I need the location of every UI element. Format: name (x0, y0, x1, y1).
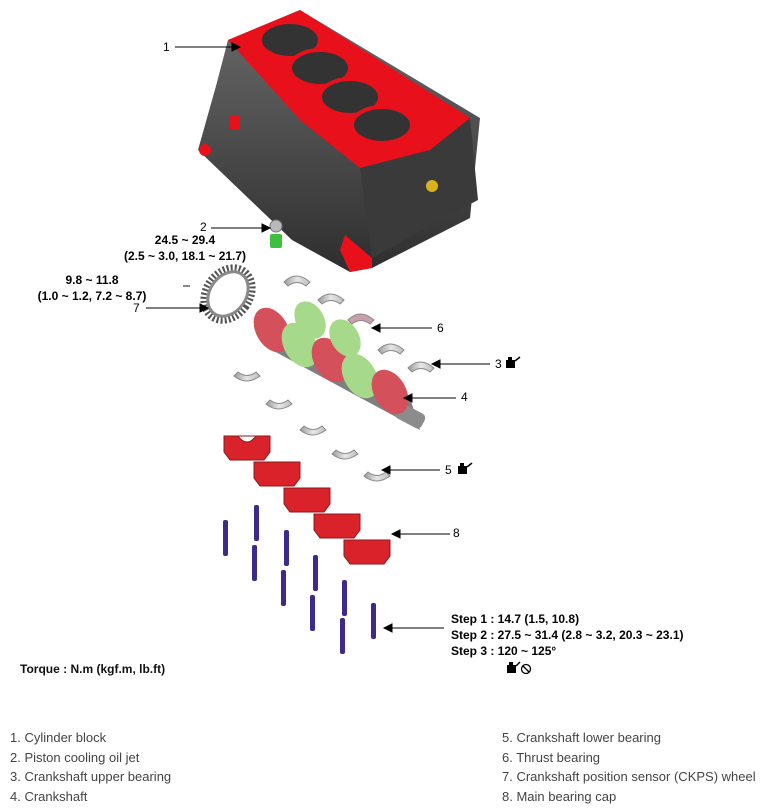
callout-8: 8 (453, 526, 460, 540)
callout-3: 3 (495, 357, 502, 371)
legend-item: 1. Cylinder block (10, 730, 107, 745)
legend-item: 8. Main bearing cap (502, 788, 617, 804)
oil-jet-torque: 24.5 ~ 29.4 (2.5 ~ 3.0, 18.1 ~ 21.7) (100, 232, 270, 264)
callout-4: 4 (461, 390, 468, 404)
callout-1: 1 (163, 40, 170, 54)
torque-step-3: Step 3 : 120 ~ 125° (451, 644, 557, 658)
legend-item: 2. Piston cooling oil jet (10, 749, 140, 765)
leader-lines (146, 42, 490, 633)
exploded-diagram (146, 10, 490, 654)
crankshaft (253, 301, 426, 430)
callout-6: 6 (437, 321, 444, 335)
legend-item: 5. Crankshaft lower bearing (502, 730, 661, 745)
lower-bearings (233, 371, 391, 482)
legend-item: 7. Crankshaft position sensor (CKPS) whe… (502, 769, 756, 784)
main-bearing-caps (223, 435, 391, 565)
legend-left: 1. Cylinder block 2. Piston cooling oil … (10, 728, 171, 806)
main-cap-torque-steps: Step 1 : 14.7 (1.5, 10.8) Step 2 : 27.5 … (451, 611, 683, 659)
upper-bearings (283, 275, 435, 373)
ckps-torque-line1: 9.8 ~ 11.8 (65, 273, 119, 287)
legend-item: 6. Thrust bearing (502, 749, 601, 765)
torque-step-1: Step 1 : 14.7 (1.5, 10.8) (451, 612, 580, 626)
callout-7: 7 (133, 301, 140, 315)
oil-jet (269, 219, 283, 248)
torque-unit-note: Torque : N.m (kgf.m, lb.ft) (20, 662, 166, 676)
ckps-torque: 9.8 ~ 11.8 (1.0 ~ 1.2, 7.2 ~ 8.7) (22, 272, 162, 304)
cylinder-block (198, 10, 480, 272)
oil-can-icon (506, 356, 521, 368)
legend-item: 4. Crankshaft (10, 788, 88, 804)
ckps-torque-line2: (1.0 ~ 1.2, 7.2 ~ 8.7) (37, 289, 147, 303)
oil-can-icon (458, 462, 473, 474)
legend-item: 3. Crankshaft upper bearing (10, 769, 172, 784)
oil-jet-torque-line2: (2.5 ~ 3.0, 18.1 ~ 21.7) (123, 249, 247, 263)
callout-2: 2 (200, 220, 207, 234)
ckps-wheel (200, 264, 256, 324)
legend-right: 5. Crankshaft lower bearing 6. Thrust be… (502, 728, 756, 806)
no-reuse-icon (507, 661, 532, 675)
torque-step-2: Step 2 : 27.5 ~ 31.4 (2.8 ~ 3.2, 20.3 ~ … (451, 628, 684, 642)
main-cap-bolts (223, 505, 376, 654)
callout-5: 5 (445, 463, 452, 477)
oil-jet-torque-line1: 24.5 ~ 29.4 (154, 233, 216, 247)
